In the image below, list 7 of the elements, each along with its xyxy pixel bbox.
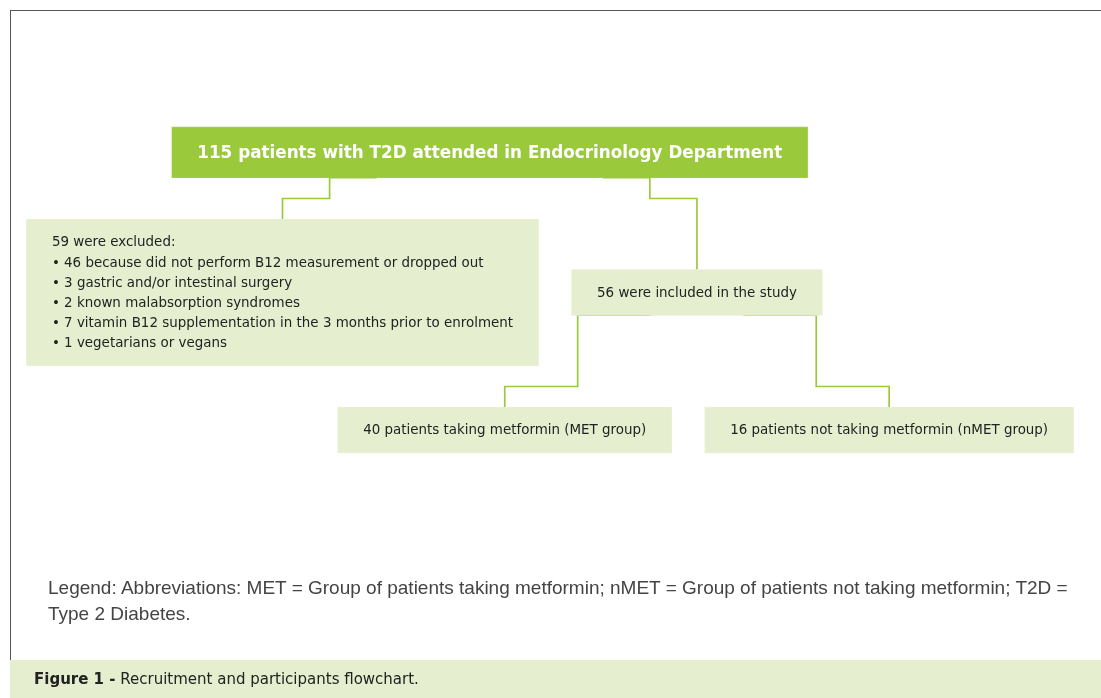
node-box: 16 patients not taking metformin (nMET group) — [704, 407, 1074, 454]
figure-caption: Figure 1 - Recruitment and participants flowchart. — [34, 670, 419, 688]
legend-note: Legend: Abbreviations: MET = Group of patients taking metformin; nMET = Group of patients not taking metformin; T2D = Type 2 Diabetes. — [48, 576, 1069, 626]
node-box: 59 were excluded: • 46 because did not perform B12 measurement or dropped out • 3 gastric and/or intestinal surgery • 2 known malabsorption syndromes • 7 vitamin B12 supplementation in the 3 months prior to enrolment • 1 vegetarians or vegans — [26, 219, 539, 366]
node-box: 40 patients taking metformin (MET group) — [337, 407, 672, 454]
node-box: 115 patients with T2D attended in Endocrinology Department — [171, 126, 808, 178]
node-box: 56 were included in the study — [571, 269, 823, 316]
